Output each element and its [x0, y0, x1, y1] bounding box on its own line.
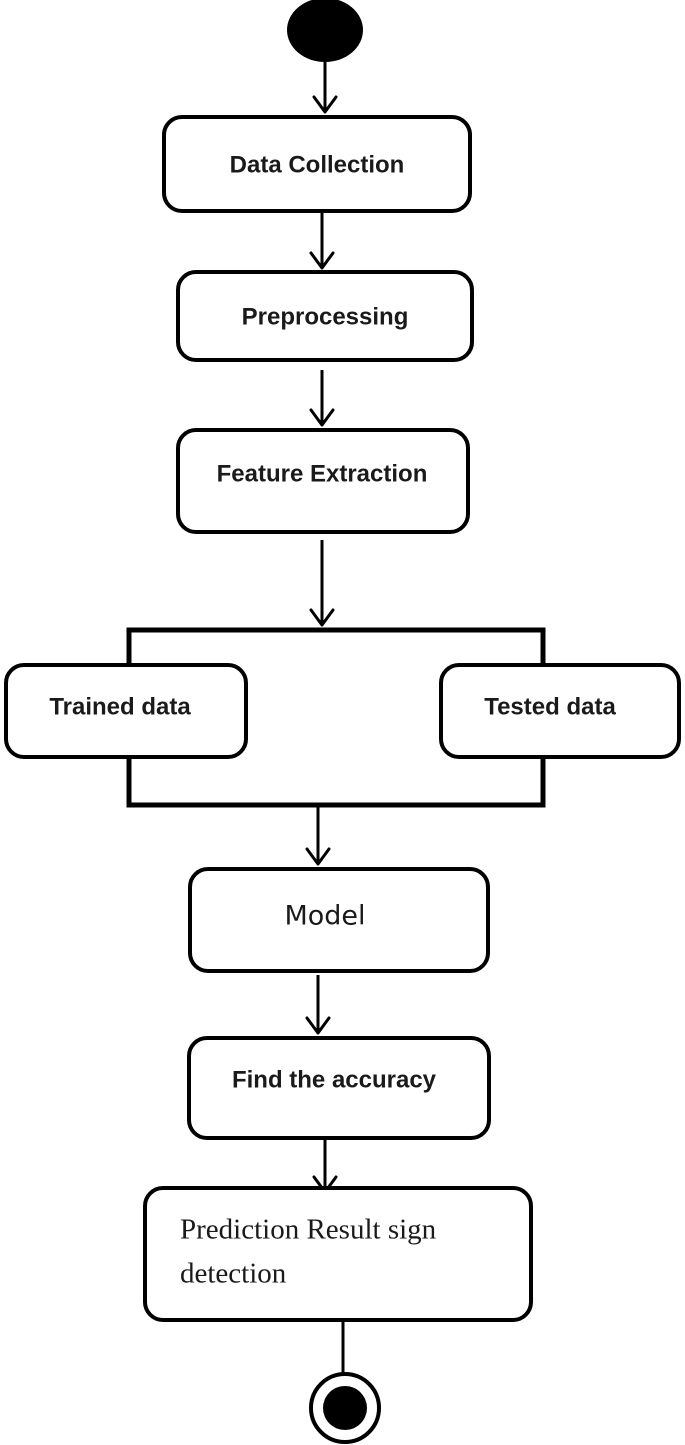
node-trained-data-label: Trained data	[49, 693, 191, 720]
node-tested-data: Tested data	[439, 663, 681, 759]
edge-feature-extraction-to-group	[309, 540, 335, 627]
node-prediction: Prediction Result sign detection	[143, 1186, 533, 1322]
edge-data-collection-to-preprocessing	[309, 211, 335, 270]
node-prediction-label-line2: detection	[180, 1258, 287, 1290]
node-model: Model	[188, 867, 490, 973]
node-find-accuracy: Find the accuracy	[187, 1036, 491, 1140]
edge-start-to-data-collection	[312, 62, 338, 114]
node-tested-data-label: Tested data	[484, 693, 616, 720]
node-data-collection: Data Collection	[162, 115, 472, 213]
start-node	[287, 0, 363, 62]
edge-model-to-find-accuracy	[305, 975, 331, 1035]
node-feature-extraction: Feature Extraction	[176, 428, 470, 534]
node-prediction-label-line1: Prediction Result sign	[180, 1214, 437, 1246]
edge-find-accuracy-to-prediction	[312, 1138, 338, 1194]
node-trained-data: Trained data	[4, 663, 248, 759]
edge-group-to-model	[305, 805, 331, 866]
node-find-accuracy-label: Find the accuracy	[232, 1066, 437, 1093]
node-data-collection-label: Data Collection	[230, 151, 405, 178]
node-preprocessing: Preprocessing	[176, 270, 474, 362]
end-node	[309, 1372, 381, 1444]
node-feature-extraction-label: Feature Extraction	[217, 460, 428, 487]
node-model-label: Model	[284, 901, 365, 932]
edge-preprocessing-to-feature-extraction	[309, 370, 335, 427]
node-preprocessing-label: Preprocessing	[242, 303, 409, 330]
